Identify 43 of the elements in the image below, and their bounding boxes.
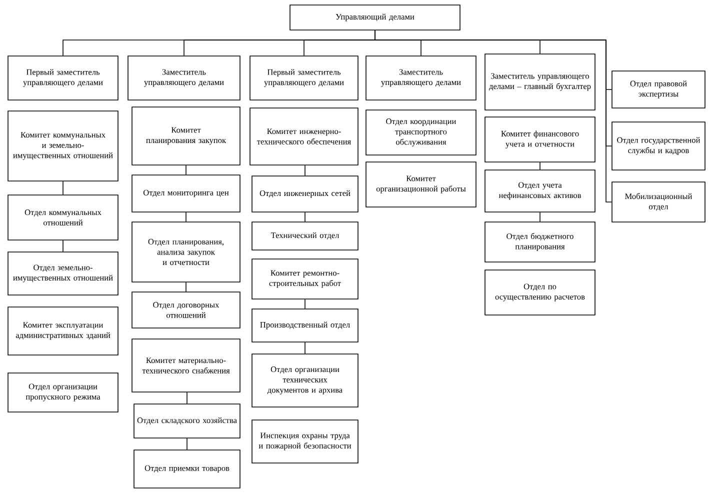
unit-box: Комитет планирования закупок [132, 106, 240, 166]
unit-box: Отдел инженерных сетей [252, 176, 358, 212]
unit-box: Мобилизационный отдел [612, 182, 706, 222]
connector-line [62, 240, 64, 252]
unit-box: Отдел государственной службы и кадров [612, 122, 706, 170]
unit-box: Заместитель управляющего делами [128, 56, 240, 100]
unit-box: Отдел учета нефинансовых активов [484, 170, 596, 212]
unit-box: Комитет ремонтно-строительных работ [252, 258, 358, 300]
unit-box: Заместитель управляющего делами – главный бухгалтер [484, 54, 596, 110]
unit-box: Отдел мониторинга цен [132, 174, 240, 212]
unit-box: Производственный отдел [252, 308, 358, 342]
connector-line [374, 30, 612, 202]
unit-box: Комитет материально-технического снабжения [132, 338, 240, 392]
connector-line [304, 299, 306, 309]
connector-line [304, 212, 306, 222]
unit-box: Отдел организации пропускного режима [8, 372, 118, 412]
unit-box: Заместитель управляющего делами [366, 56, 476, 100]
unit-box: Отдел складского хозяйства [134, 404, 240, 438]
connector-line [186, 392, 188, 404]
connector-line [304, 342, 306, 354]
unit-box: Отдел коммунальных отношений [8, 194, 118, 240]
unit-box: Комитет эксплуатации административных зданий [8, 306, 118, 356]
connector-line [62, 180, 64, 195]
unit-box: Отдел координации транспортного обслуживания [366, 110, 476, 156]
unit-box: Отдел бюджетного планирования [484, 222, 596, 262]
unit-box: Первый заместитель управляющего делами [250, 56, 358, 100]
unit-box: Отдел правовой экспертизы [612, 70, 706, 108]
unit-box: Технический отдел [252, 222, 358, 250]
unit-box: Инспекция охраны труда и пожарной безопасности [252, 420, 358, 464]
unit-box: Отдел по осуществлению расчетов [484, 270, 596, 316]
unit-box: Отдел организации технических документов и архива [252, 354, 358, 408]
title-box: Управляющий делами [290, 4, 460, 30]
unit-box: Комитет организационной работы [366, 162, 476, 208]
unit-box: Комитет финансового учета и отчетности [484, 116, 596, 162]
unit-box: Комитет коммунальных и земельно-имущественных отношений [8, 110, 118, 182]
unit-box: Первый заместитель управляющего делами [8, 56, 118, 100]
unit-box: Отдел приемки товаров [134, 450, 240, 488]
unit-box: Отдел договорных отношений [132, 292, 240, 328]
connector-line [186, 438, 188, 450]
unit-box: Отдел планирования, анализа закупок и отчетности [132, 222, 240, 282]
unit-box: Отдел земельно-имущественных отношений [8, 252, 118, 296]
connector-line [304, 164, 306, 176]
unit-box: Комитет инженерно-технического обеспечения [250, 108, 358, 166]
